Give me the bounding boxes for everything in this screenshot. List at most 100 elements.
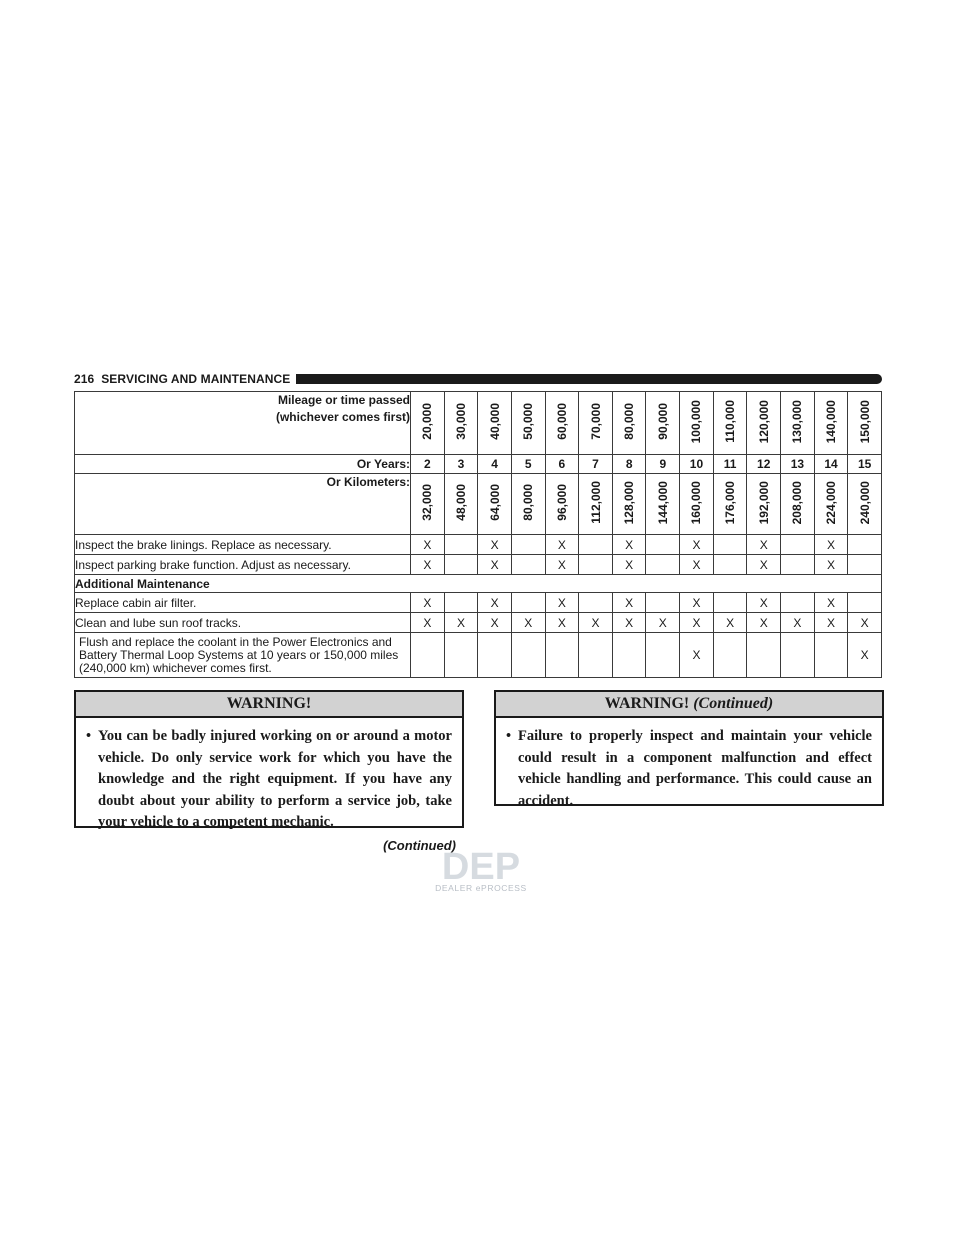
mileage-cell: 120,000 bbox=[746, 391, 782, 455]
warning-title-right-main: WARNING! bbox=[604, 695, 690, 712]
service-mark bbox=[510, 554, 546, 575]
mileage-cell: 150,000 bbox=[847, 391, 882, 455]
service-mark: X bbox=[746, 592, 782, 613]
service-mark: X bbox=[813, 612, 849, 633]
warning-item-right: • Failure to properly inspect and mainta… bbox=[506, 726, 872, 812]
mileage-cell: 30,000 bbox=[443, 391, 479, 455]
service-mark bbox=[645, 592, 681, 613]
service-mark bbox=[780, 592, 815, 613]
mileage-cell: 20,000 bbox=[410, 391, 445, 455]
page-header: 216 SERVICING AND MAINTENANCE bbox=[74, 372, 882, 386]
kilometers-value: 144,000 bbox=[655, 480, 670, 525]
service-mark bbox=[443, 554, 479, 575]
service-mark bbox=[746, 632, 782, 678]
service-mark: X bbox=[847, 632, 882, 678]
service-mark bbox=[510, 592, 546, 613]
service-mark: X bbox=[578, 612, 613, 633]
warning-title-right: WARNING!(Continued) bbox=[496, 692, 882, 718]
kilometers-value: 224,000 bbox=[824, 480, 838, 525]
kilometers-value: 208,000 bbox=[790, 480, 805, 525]
task-label: Inspect the brake linings. Replace as ne… bbox=[74, 534, 411, 555]
kilometers-label: Or Kilometers: bbox=[74, 473, 411, 535]
service-mark: X bbox=[544, 592, 580, 613]
service-mark: X bbox=[813, 534, 849, 555]
kilometers-cell: 96,000 bbox=[544, 473, 580, 535]
service-mark bbox=[578, 632, 613, 678]
mileage-value: 100,000 bbox=[689, 399, 704, 444]
service-mark: X bbox=[410, 554, 445, 575]
mileage-cell: 140,000 bbox=[813, 391, 849, 455]
service-mark: X bbox=[611, 534, 647, 555]
service-mark: X bbox=[510, 612, 546, 633]
kilometers-value: 128,000 bbox=[622, 480, 637, 525]
section-title: SERVICING AND MAINTENANCE bbox=[101, 372, 291, 386]
years-value: 13 bbox=[780, 454, 815, 474]
service-mark: X bbox=[813, 592, 849, 613]
mileage-label-cell: Mileage or time passed (whichever comes … bbox=[74, 391, 411, 455]
maintenance-schedule-table: Mileage or time passed (whichever comes … bbox=[74, 391, 882, 678]
service-mark: X bbox=[544, 534, 580, 555]
service-mark bbox=[813, 632, 849, 678]
service-mark: X bbox=[544, 554, 580, 575]
kilometers-cell: 80,000 bbox=[510, 473, 546, 535]
mileage-header-row: Mileage or time passed (whichever comes … bbox=[74, 391, 882, 455]
task-label: Replace cabin air filter. bbox=[74, 592, 411, 613]
dealer-eprocess-watermark-logo: DEP DEALER ePROCESS bbox=[435, 846, 526, 893]
warning-title-right-suffix: (Continued) bbox=[693, 695, 774, 712]
service-mark: X bbox=[679, 592, 714, 613]
mileage-value: 30,000 bbox=[453, 403, 468, 440]
kilometers-value: 64,000 bbox=[487, 484, 502, 521]
years-value: 2 bbox=[410, 454, 445, 474]
kilometers-value: 96,000 bbox=[554, 484, 569, 521]
mileage-cell: 70,000 bbox=[578, 391, 613, 455]
page-number: 216 bbox=[74, 372, 95, 386]
service-mark bbox=[510, 534, 546, 555]
mileage-value: 20,000 bbox=[420, 403, 435, 440]
bullet-icon: • bbox=[506, 728, 512, 744]
section-row: Additional Maintenance bbox=[74, 574, 882, 593]
mileage-value: 70,000 bbox=[588, 403, 603, 440]
service-mark bbox=[645, 632, 681, 678]
service-mark bbox=[410, 632, 445, 678]
kilometers-value: 48,000 bbox=[453, 484, 468, 521]
mileage-value: 90,000 bbox=[655, 403, 670, 440]
mileage-value: 80,000 bbox=[622, 403, 637, 440]
service-mark: X bbox=[611, 612, 647, 633]
years-value: 6 bbox=[544, 454, 580, 474]
service-mark bbox=[544, 632, 580, 678]
kilometers-value: 32,000 bbox=[420, 484, 435, 521]
years-value: 8 bbox=[611, 454, 647, 474]
years-value: 5 bbox=[510, 454, 546, 474]
mileage-cell: 90,000 bbox=[645, 391, 681, 455]
service-mark: X bbox=[847, 612, 882, 633]
service-mark bbox=[611, 632, 647, 678]
kilometers-cell: 160,000 bbox=[679, 473, 714, 535]
warning-box-right: WARNING!(Continued) • Failure to properl… bbox=[494, 690, 884, 809]
warning-item-left: • You can be badly injured working on or… bbox=[86, 726, 452, 834]
mileage-cell: 80,000 bbox=[611, 391, 647, 455]
service-mark bbox=[477, 632, 512, 678]
kilometers-value: 80,000 bbox=[521, 484, 536, 521]
years-value: 10 bbox=[679, 454, 714, 474]
mileage-label-note: (whichever comes first) bbox=[275, 410, 410, 424]
table-row: Inspect parking brake function. Adjust a… bbox=[74, 554, 882, 575]
kilometers-value: 176,000 bbox=[723, 480, 738, 525]
service-mark bbox=[578, 592, 613, 613]
watermark-logo-text: DEP bbox=[442, 846, 520, 888]
service-mark: X bbox=[679, 554, 714, 575]
service-mark bbox=[847, 534, 882, 555]
mileage-cell: 50,000 bbox=[510, 391, 546, 455]
service-mark bbox=[847, 592, 882, 613]
service-mark: X bbox=[443, 612, 479, 633]
service-mark bbox=[645, 534, 681, 555]
mileage-value: 40,000 bbox=[487, 403, 502, 440]
service-mark: X bbox=[477, 554, 512, 575]
mileage-value: 120,000 bbox=[756, 399, 771, 444]
kilometers-value: 240,000 bbox=[857, 480, 872, 525]
task-label: Flush and replace the coolant in the Pow… bbox=[74, 632, 411, 678]
kilometers-value: 192,000 bbox=[756, 480, 771, 525]
bullet-icon: • bbox=[86, 728, 92, 744]
years-value: 11 bbox=[712, 454, 748, 474]
years-value: 14 bbox=[813, 454, 849, 474]
